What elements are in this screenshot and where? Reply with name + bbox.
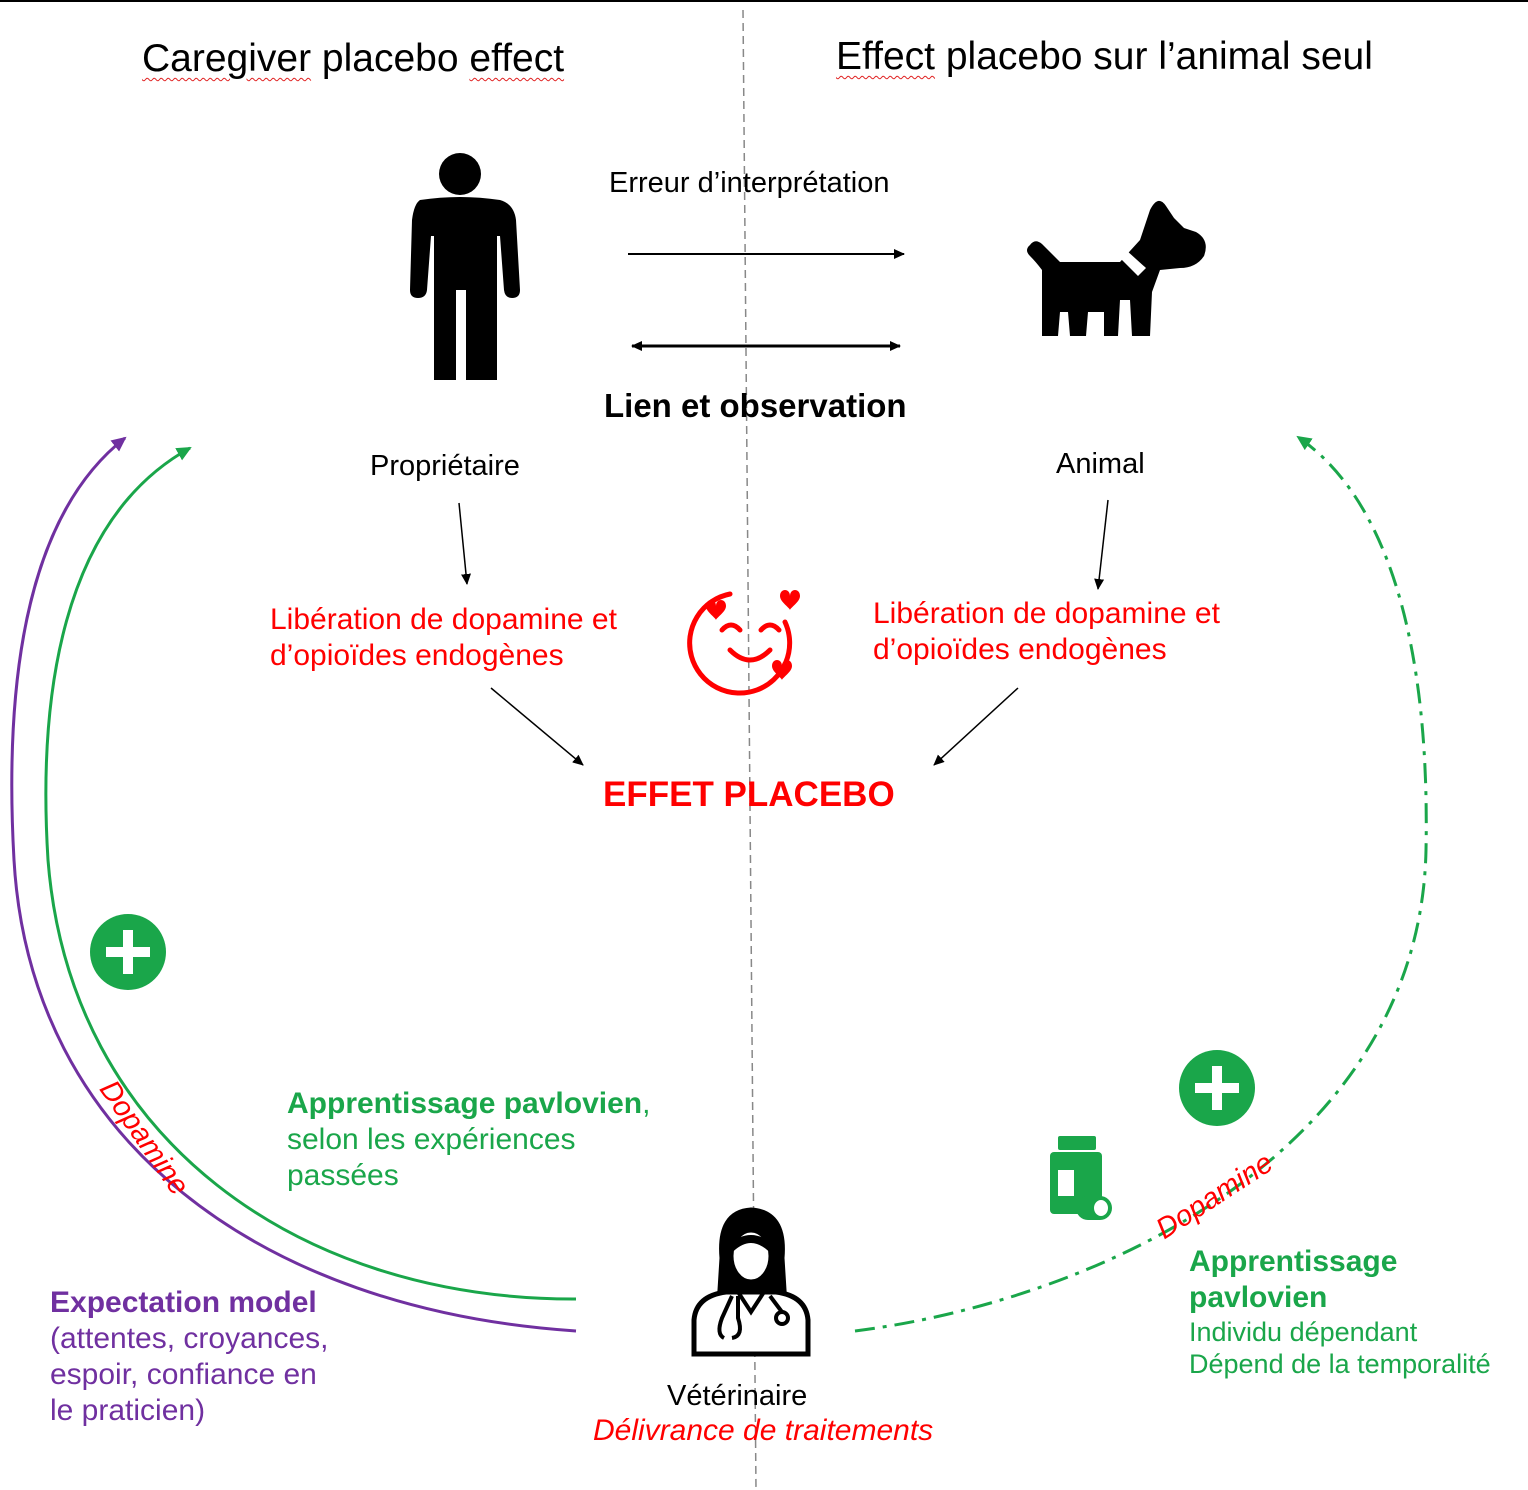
right-learning-line3: Individu dépendant — [1189, 1317, 1418, 1347]
owner-release-line1: Libération de dopamine et — [270, 603, 617, 636]
veterinarian-icon — [691, 1207, 811, 1357]
link-label: Lien et observation — [604, 387, 907, 424]
plus-circle-icon — [1179, 1050, 1255, 1126]
left-learning-line3: passées — [287, 1159, 399, 1192]
vet-action: Délivrance de traitements — [593, 1414, 934, 1447]
misinterpretation-label: Erreur d’interprétation — [609, 167, 890, 199]
owner-to-release-arrow — [458, 502, 471, 585]
expectation-line2: (attentes, croyances, — [50, 1322, 329, 1355]
right-learning-title2: pavlovien — [1189, 1281, 1328, 1314]
owner-release-text: Libération de dopamine et d’opioïdes end… — [270, 602, 617, 674]
left-title: Caregiver placebo effect — [142, 36, 564, 83]
animal-release-text: Libération de dopamine et d’opioïdes end… — [873, 596, 1220, 668]
left-learning-text: Apprentissage pavlovien, selon les expér… — [287, 1086, 650, 1194]
animal-to-release-arrow — [1094, 499, 1109, 590]
owner-release-to-placebo-arrow — [490, 687, 584, 766]
medicine-bottle-icon — [1050, 1136, 1112, 1220]
expectation-line4: le praticien) — [50, 1394, 206, 1427]
smiling-face-hearts-icon — [687, 591, 793, 696]
right-learning-title1: Apprentissage — [1189, 1245, 1398, 1278]
pavlovian-curve-arrow — [44, 446, 577, 1301]
left-title-word: Caregiver — [142, 37, 312, 80]
left-learning-title: Apprentissage pavlovien — [287, 1087, 643, 1120]
expectation-curve-arrow — [10, 436, 577, 1333]
expectation-title: Expectation model — [50, 1286, 317, 1319]
expectation-line3: espoir, confiance en — [50, 1358, 317, 1391]
owner-label: Propriétaire — [370, 450, 520, 482]
right-title-rest: placebo sur l’animal seul — [935, 35, 1373, 78]
animal-label: Animal — [1056, 448, 1145, 480]
plus-circle-icon — [90, 914, 166, 990]
right-learning-line4: Dépend de la temporalité — [1189, 1349, 1491, 1380]
heart-icons — [706, 590, 800, 680]
right-learning-text: Apprentissage pavlovien Individu dépenda… — [1189, 1244, 1491, 1381]
dog-icon — [1027, 200, 1206, 336]
vet-label: Vétérinaire — [667, 1380, 808, 1412]
animal-release-line1: Libération de dopamine et — [873, 597, 1220, 630]
person-icon — [410, 153, 520, 380]
left-title-mid: placebo — [311, 37, 470, 80]
placebo-effect-label: EFFET PLACEBO — [603, 775, 895, 814]
animal-release-line2: d’opioïdes endogènes — [873, 633, 1167, 666]
owner-release-line2: d’opioïdes endogènes — [270, 639, 564, 672]
right-title-word: Effect — [836, 35, 936, 78]
expectation-text: Expectation model (attentes, croyances, … — [50, 1285, 328, 1429]
animal-release-to-placebo-arrow — [933, 687, 1019, 766]
animal-pavlovian-curve-arrow — [854, 435, 1428, 1333]
left-learning-comma: , — [642, 1087, 651, 1120]
left-learning-line2: selon les expériences — [287, 1123, 576, 1156]
right-title: Effect placebo sur l’animal seul — [836, 34, 1373, 81]
left-title-word2: effect — [469, 37, 565, 80]
